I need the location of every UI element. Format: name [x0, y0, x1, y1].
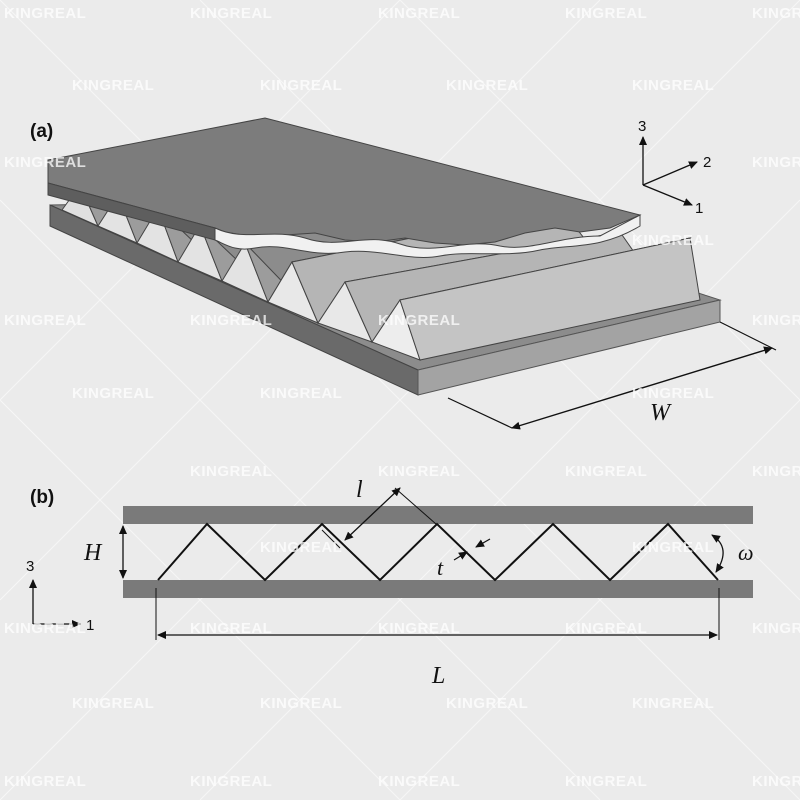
watermark: KINGREAL	[260, 695, 342, 712]
watermark: KINGREAL	[260, 539, 342, 556]
watermark: KINGREAL	[378, 463, 460, 480]
axes-icon-b	[29, 579, 81, 628]
watermark: KINGREAL	[260, 385, 342, 402]
watermark: KINGREAL	[190, 312, 272, 329]
strut-length-ext-1	[394, 487, 437, 525]
watermark: KINGREAL	[72, 695, 154, 712]
watermark: KINGREAL	[446, 695, 528, 712]
panel-b-side-view: (b) H l t ω L 3 1	[26, 477, 754, 689]
watermark: KINGREAL	[752, 773, 800, 790]
watermark: KINGREAL	[378, 773, 460, 790]
watermark: KINGREAL	[565, 463, 647, 480]
watermark: KINGREAL	[632, 232, 714, 249]
bottom-face-sheet-section	[123, 580, 753, 598]
watermark: KINGREAL	[72, 77, 154, 94]
panel-a-3d-view: W (a) 3 2 1	[30, 117, 777, 430]
panel-b-label: (b)	[30, 487, 54, 508]
thickness-arrow-1	[453, 551, 468, 561]
watermark: KINGREAL	[378, 620, 460, 637]
axis-1-label-b: 1	[86, 617, 94, 634]
watermark: KINGREAL	[632, 77, 714, 94]
height-label: H	[83, 540, 103, 566]
panel-a-label: (a)	[30, 121, 53, 142]
watermark: KINGREAL	[72, 385, 154, 402]
watermark: KINGREAL	[752, 620, 800, 637]
watermark: KINGREAL	[4, 312, 86, 329]
corrugated-core-section	[157, 522, 719, 582]
axes-icon-a	[639, 136, 698, 206]
length-label: L	[431, 663, 445, 689]
watermark: KINGREAL	[565, 620, 647, 637]
watermark: KINGREAL	[190, 620, 272, 637]
watermark: KINGREAL	[378, 5, 460, 22]
watermark: KINGREAL	[190, 5, 272, 22]
watermark-layer: KINGREAL KINGREAL KINGREAL KINGREAL KING…	[4, 5, 800, 790]
watermark: KINGREAL	[378, 312, 460, 329]
width-dimension-ext-left	[447, 397, 513, 429]
thickness-label: t	[437, 555, 444, 580]
watermark: KINGREAL	[4, 5, 86, 22]
watermark: KINGREAL	[752, 5, 800, 22]
strut-length-ext-2	[321, 529, 341, 549]
watermark: KINGREAL	[752, 312, 800, 329]
watermark: KINGREAL	[4, 620, 86, 637]
strut-length-dimension-line	[344, 487, 401, 541]
watermark: KINGREAL	[565, 5, 647, 22]
angle-arc	[711, 534, 724, 573]
watermark: KINGREAL	[446, 77, 528, 94]
watermark: KINGREAL	[752, 154, 800, 171]
watermark: KINGREAL	[752, 463, 800, 480]
width-dimension-ext-right	[719, 321, 777, 351]
width-dimension-line	[511, 346, 773, 430]
watermark: KINGREAL	[4, 773, 86, 790]
watermark: KINGREAL	[190, 773, 272, 790]
watermark: KINGREAL	[4, 154, 86, 171]
watermark: KINGREAL	[190, 463, 272, 480]
angle-label: ω	[738, 540, 754, 565]
watermark: KINGREAL	[632, 539, 714, 556]
axis-1-label-a: 1	[695, 200, 703, 217]
watermark: KINGREAL	[565, 773, 647, 790]
thickness-arrow-2	[475, 538, 491, 548]
axis-2-label-a: 2	[703, 154, 711, 171]
top-face-sheet-section	[123, 506, 753, 524]
strut-length-label: l	[356, 477, 363, 503]
watermark: KINGREAL	[632, 695, 714, 712]
width-label: W	[650, 400, 672, 426]
watermark: KINGREAL	[632, 385, 714, 402]
watermark: KINGREAL	[260, 77, 342, 94]
axis-3-label-a: 3	[638, 118, 646, 135]
top-face-sheet-cut-edge	[214, 214, 641, 259]
top-face-sheet-front	[47, 160, 216, 241]
axis-3-label-b: 3	[26, 558, 34, 575]
